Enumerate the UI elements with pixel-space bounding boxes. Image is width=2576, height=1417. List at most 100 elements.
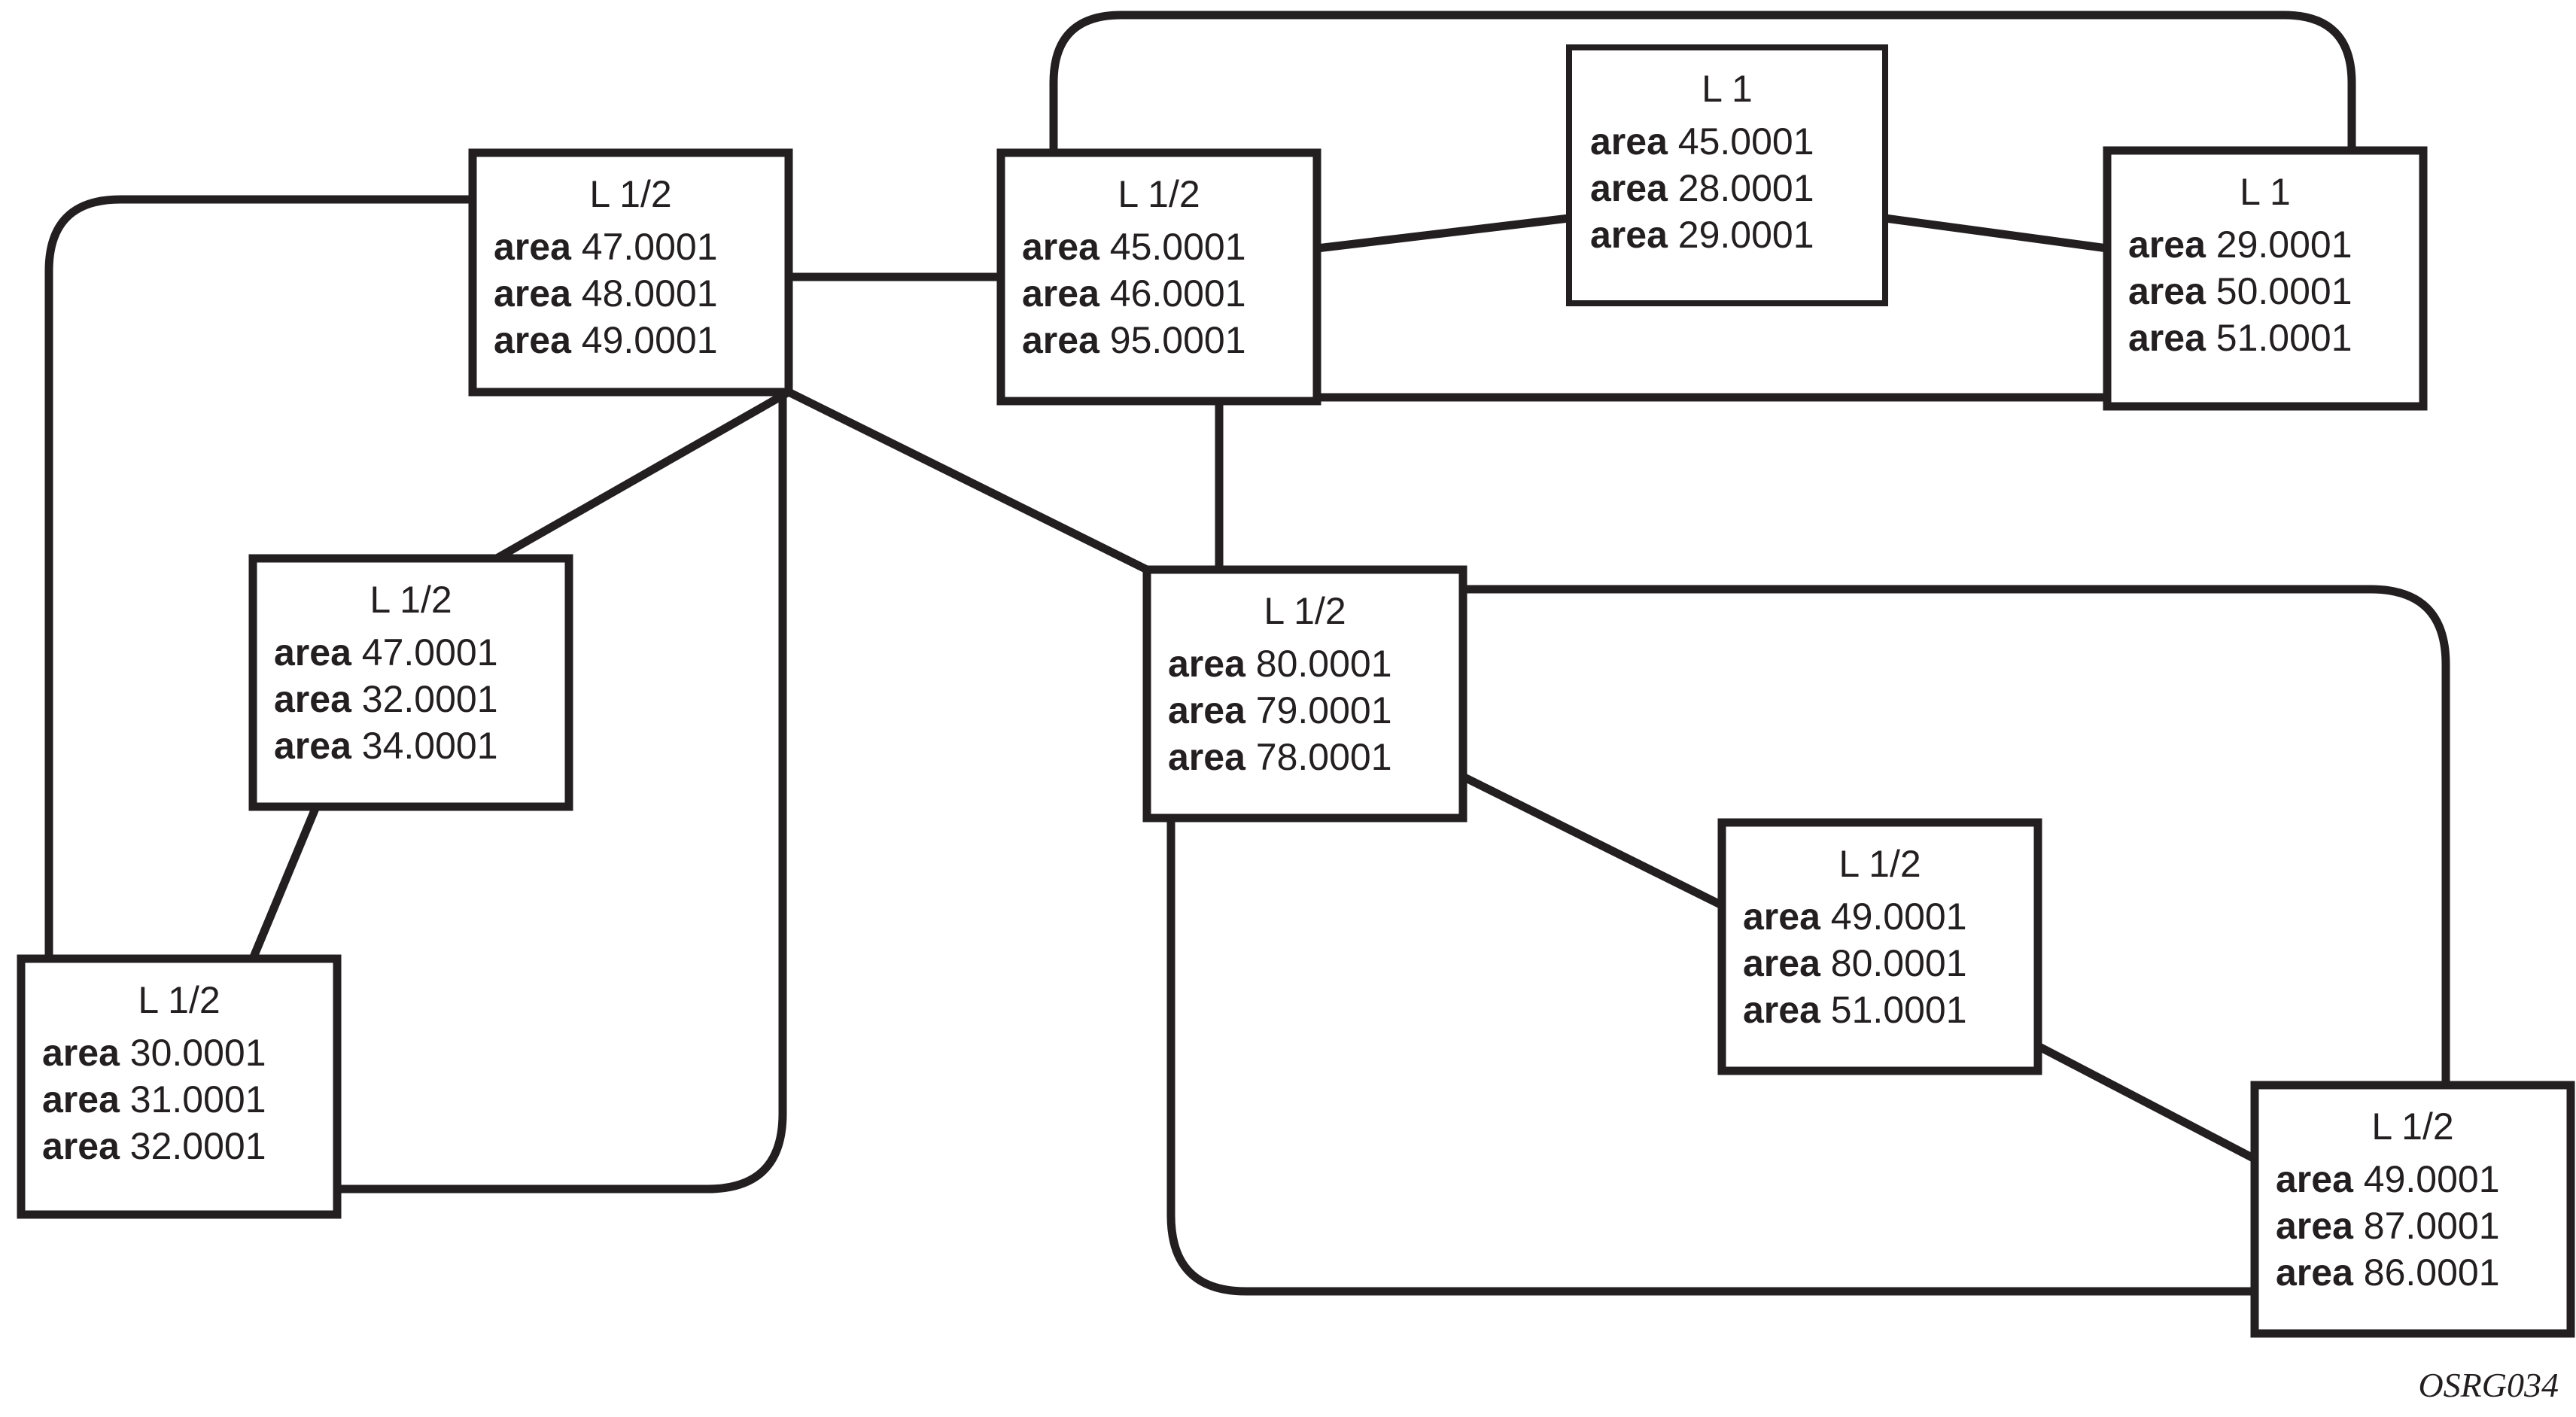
node-e-box[interactable] bbox=[17, 954, 342, 1219]
area-keyword: area bbox=[2276, 1205, 2364, 1247]
node-e-area-row: area 30.0001 bbox=[42, 1032, 266, 1074]
area-value: 32.0001 bbox=[362, 678, 498, 720]
node-d-box[interactable] bbox=[248, 554, 573, 811]
area-keyword: area bbox=[1590, 120, 1678, 163]
link-node-a-to-node-g bbox=[786, 388, 1149, 573]
area-value: 86.0001 bbox=[2364, 1251, 2500, 1294]
link-node-a-to-node-e bbox=[44, 195, 473, 959]
area-keyword: area bbox=[1590, 214, 1678, 256]
node-i-title: L 1/2 bbox=[2371, 1105, 2453, 1148]
node-g-box[interactable] bbox=[1142, 565, 1467, 823]
area-keyword: area bbox=[1022, 226, 1110, 268]
area-value: 45.0001 bbox=[1110, 226, 1246, 268]
node-c-box[interactable] bbox=[1566, 44, 1888, 306]
area-value: 51.0001 bbox=[1831, 989, 1967, 1031]
area-keyword: area bbox=[1022, 319, 1110, 361]
area-keyword: area bbox=[42, 1078, 130, 1121]
node-f-area-row: area 29.0001 bbox=[2128, 223, 2352, 266]
node-b-area-row: area 45.0001 bbox=[1022, 226, 1246, 268]
area-value: 47.0001 bbox=[582, 226, 718, 268]
node-e-area-row: area 31.0001 bbox=[42, 1078, 266, 1121]
area-value: 29.0001 bbox=[2216, 223, 2352, 266]
node-g-area-row: area 80.0001 bbox=[1168, 643, 1392, 685]
node-h-area-row: area 51.0001 bbox=[1743, 989, 1967, 1031]
area-value: 50.0001 bbox=[2216, 270, 2352, 312]
link-node-d-to-node-e bbox=[248, 804, 321, 961]
area-keyword: area bbox=[1168, 736, 1256, 778]
links-layer bbox=[44, 11, 2450, 1296]
node-h-box[interactable] bbox=[1717, 818, 2042, 1075]
area-value: 31.0001 bbox=[130, 1078, 266, 1121]
area-keyword: area bbox=[274, 725, 362, 767]
area-keyword: area bbox=[2128, 223, 2216, 266]
area-keyword: area bbox=[1743, 989, 1831, 1031]
link-node-e-to-node-a bbox=[337, 392, 787, 1194]
node-f-title: L 1 bbox=[2240, 171, 2291, 213]
link-node-a-to-node-d bbox=[494, 388, 791, 562]
area-keyword: area bbox=[494, 226, 582, 268]
area-value: 32.0001 bbox=[130, 1125, 266, 1167]
node-f-area-row: area 50.0001 bbox=[2128, 270, 2352, 312]
node-a-area-row: area 49.0001 bbox=[494, 319, 718, 361]
node-d-area-row: area 47.0001 bbox=[274, 631, 498, 674]
area-value: 49.0001 bbox=[2364, 1158, 2500, 1200]
link-node-b-to-node-f bbox=[1049, 11, 2356, 153]
area-value: 78.0001 bbox=[1256, 736, 1392, 778]
area-value: 87.0001 bbox=[2364, 1205, 2500, 1247]
link-node-g-to-node-i bbox=[1463, 585, 2450, 1085]
node-h-title: L 1/2 bbox=[1838, 843, 1921, 885]
area-keyword: area bbox=[1590, 167, 1678, 209]
node-b-box[interactable] bbox=[996, 148, 1321, 406]
node-a-title: L 1/2 bbox=[589, 173, 671, 215]
area-keyword: area bbox=[494, 319, 582, 361]
area-value: 51.0001 bbox=[2216, 317, 2352, 359]
node-i-area-row: area 86.0001 bbox=[2276, 1251, 2500, 1294]
node-e-area-row: area 32.0001 bbox=[42, 1125, 266, 1167]
area-value: 49.0001 bbox=[582, 319, 718, 361]
area-value: 29.0001 bbox=[1678, 214, 1814, 256]
node-g-area-row: area 78.0001 bbox=[1168, 736, 1392, 778]
node-c-area-row: area 29.0001 bbox=[1590, 214, 1814, 256]
node-g-title: L 1/2 bbox=[1264, 590, 1346, 632]
node-f-box[interactable] bbox=[2103, 146, 2428, 411]
area-keyword: area bbox=[42, 1125, 130, 1167]
area-keyword: area bbox=[1743, 896, 1831, 938]
area-value: 95.0001 bbox=[1110, 319, 1246, 361]
node-b-area-row: area 46.0001 bbox=[1022, 272, 1246, 315]
area-value: 45.0001 bbox=[1678, 120, 1814, 163]
area-keyword: area bbox=[42, 1032, 130, 1074]
area-keyword: area bbox=[2128, 317, 2216, 359]
area-keyword: area bbox=[2128, 270, 2216, 312]
link-node-g-to-node-i bbox=[1166, 818, 2255, 1296]
node-a-box[interactable] bbox=[468, 148, 793, 397]
node-d-area-row: area 32.0001 bbox=[274, 678, 498, 720]
node-h-area-row: area 49.0001 bbox=[1743, 896, 1967, 938]
node-e-title: L 1/2 bbox=[138, 979, 220, 1021]
area-value: 28.0001 bbox=[1678, 167, 1814, 209]
node-c-area-row: area 28.0001 bbox=[1590, 167, 1814, 209]
area-value: 47.0001 bbox=[362, 631, 498, 674]
node-d-area-row: area 34.0001 bbox=[274, 725, 498, 767]
area-value: 80.0001 bbox=[1831, 942, 1967, 984]
link-node-g-to-node-h bbox=[1461, 773, 1724, 909]
area-keyword: area bbox=[1743, 942, 1831, 984]
link-node-c-to-node-f bbox=[1884, 214, 2108, 253]
area-keyword: area bbox=[274, 631, 362, 674]
area-keyword: area bbox=[1168, 689, 1256, 731]
node-a-area-row: area 47.0001 bbox=[494, 226, 718, 268]
area-value: 46.0001 bbox=[1110, 272, 1246, 315]
node-i-box[interactable] bbox=[2250, 1081, 2575, 1338]
node-c-area-row: area 45.0001 bbox=[1590, 120, 1814, 163]
node-i-area-row: area 49.0001 bbox=[2276, 1158, 2500, 1200]
area-keyword: area bbox=[2276, 1251, 2364, 1294]
